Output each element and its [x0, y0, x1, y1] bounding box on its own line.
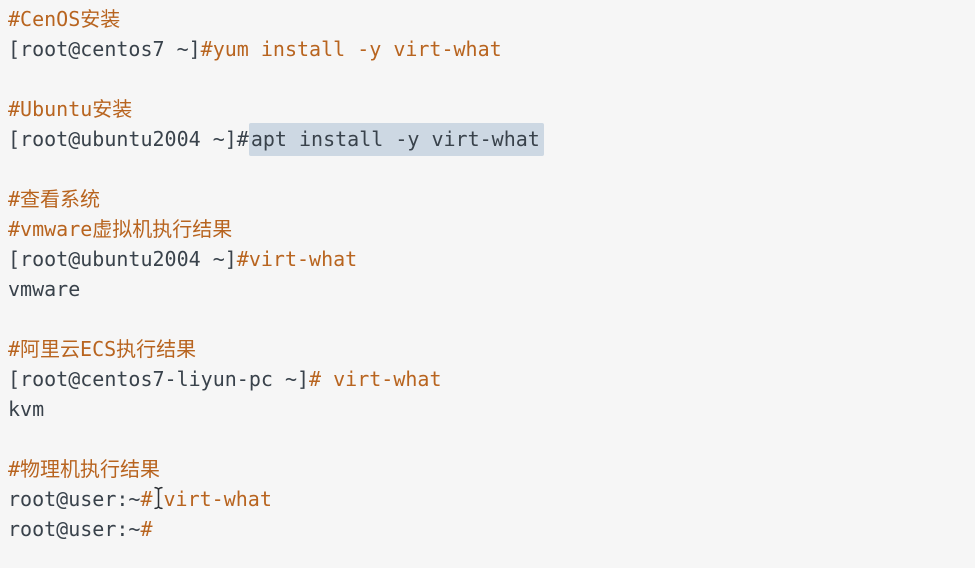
- comment-text: #物理机执行结果: [8, 457, 161, 481]
- blank-line: [8, 304, 975, 334]
- command-line-yum-install: [root@centos7 ~]#yum install -y virt-wha…: [8, 34, 975, 64]
- code-snippet: #CenOS安装 [root@centos7 ~]#yum install -y…: [8, 4, 975, 544]
- blank-line: [8, 424, 975, 454]
- blank-line: [8, 64, 975, 94]
- prompt-text: root@user:~: [8, 517, 141, 541]
- command-line-virt-what-aliyun: [root@centos7-liyun-pc ~]# virt-what: [8, 364, 975, 394]
- ibeam-cursor-icon: [153, 485, 163, 511]
- command-text: virt-what: [163, 487, 272, 511]
- command-text: # virt-what: [309, 367, 442, 391]
- prompt-text: [root@centos7-liyun-pc ~]: [8, 367, 310, 391]
- prompt-text: [root@ubuntu2004 ~]: [8, 247, 237, 271]
- command-text: #yum install -y virt-what: [200, 37, 502, 61]
- output-line-vmware: vmware: [8, 274, 975, 304]
- output-text: vmware: [8, 277, 81, 301]
- comment-line-check-system: #查看系统: [8, 184, 975, 214]
- comment-text: #查看系统: [8, 187, 101, 211]
- output-text: kvm: [8, 397, 45, 421]
- selected-command-text: apt install -y virt-what: [248, 123, 544, 156]
- prompt-line-empty: root@user:~#: [8, 514, 975, 544]
- hash-symbol: #: [140, 517, 153, 541]
- comment-line-cenos-install: #CenOS安装: [8, 4, 975, 34]
- prompt-text: [root@ubuntu2004 ~]: [8, 127, 237, 151]
- comment-line-vmware-result: #vmware虚拟机执行结果: [8, 214, 975, 244]
- output-line-kvm: kvm: [8, 394, 975, 424]
- command-line-virt-what-vmware: [root@ubuntu2004 ~]#virt-what: [8, 244, 975, 274]
- comment-line-physical-machine-result: #物理机执行结果: [8, 454, 975, 484]
- comment-text: #CenOS安装: [8, 7, 121, 31]
- comment-text: #Ubuntu安装: [8, 97, 133, 121]
- hash-symbol: #: [236, 127, 249, 151]
- command-line-virt-what-physical: root@user:~# virt-what: [8, 484, 975, 514]
- comment-text: #vmware虚拟机执行结果: [8, 217, 233, 241]
- comment-text: #阿里云ECS执行结果: [8, 337, 197, 361]
- command-text: #virt-what: [236, 247, 358, 271]
- comment-line-aliyun-ecs-result: #阿里云ECS执行结果: [8, 334, 975, 364]
- prompt-text: root@user:~: [8, 487, 141, 511]
- prompt-text: [root@centos7 ~]: [8, 37, 201, 61]
- blank-line: [8, 154, 975, 184]
- command-line-apt-install: [root@ubuntu2004 ~]#apt install -y virt-…: [8, 123, 975, 156]
- hash-symbol: #: [140, 487, 153, 511]
- comment-line-ubuntu-install: #Ubuntu安装: [8, 94, 975, 124]
